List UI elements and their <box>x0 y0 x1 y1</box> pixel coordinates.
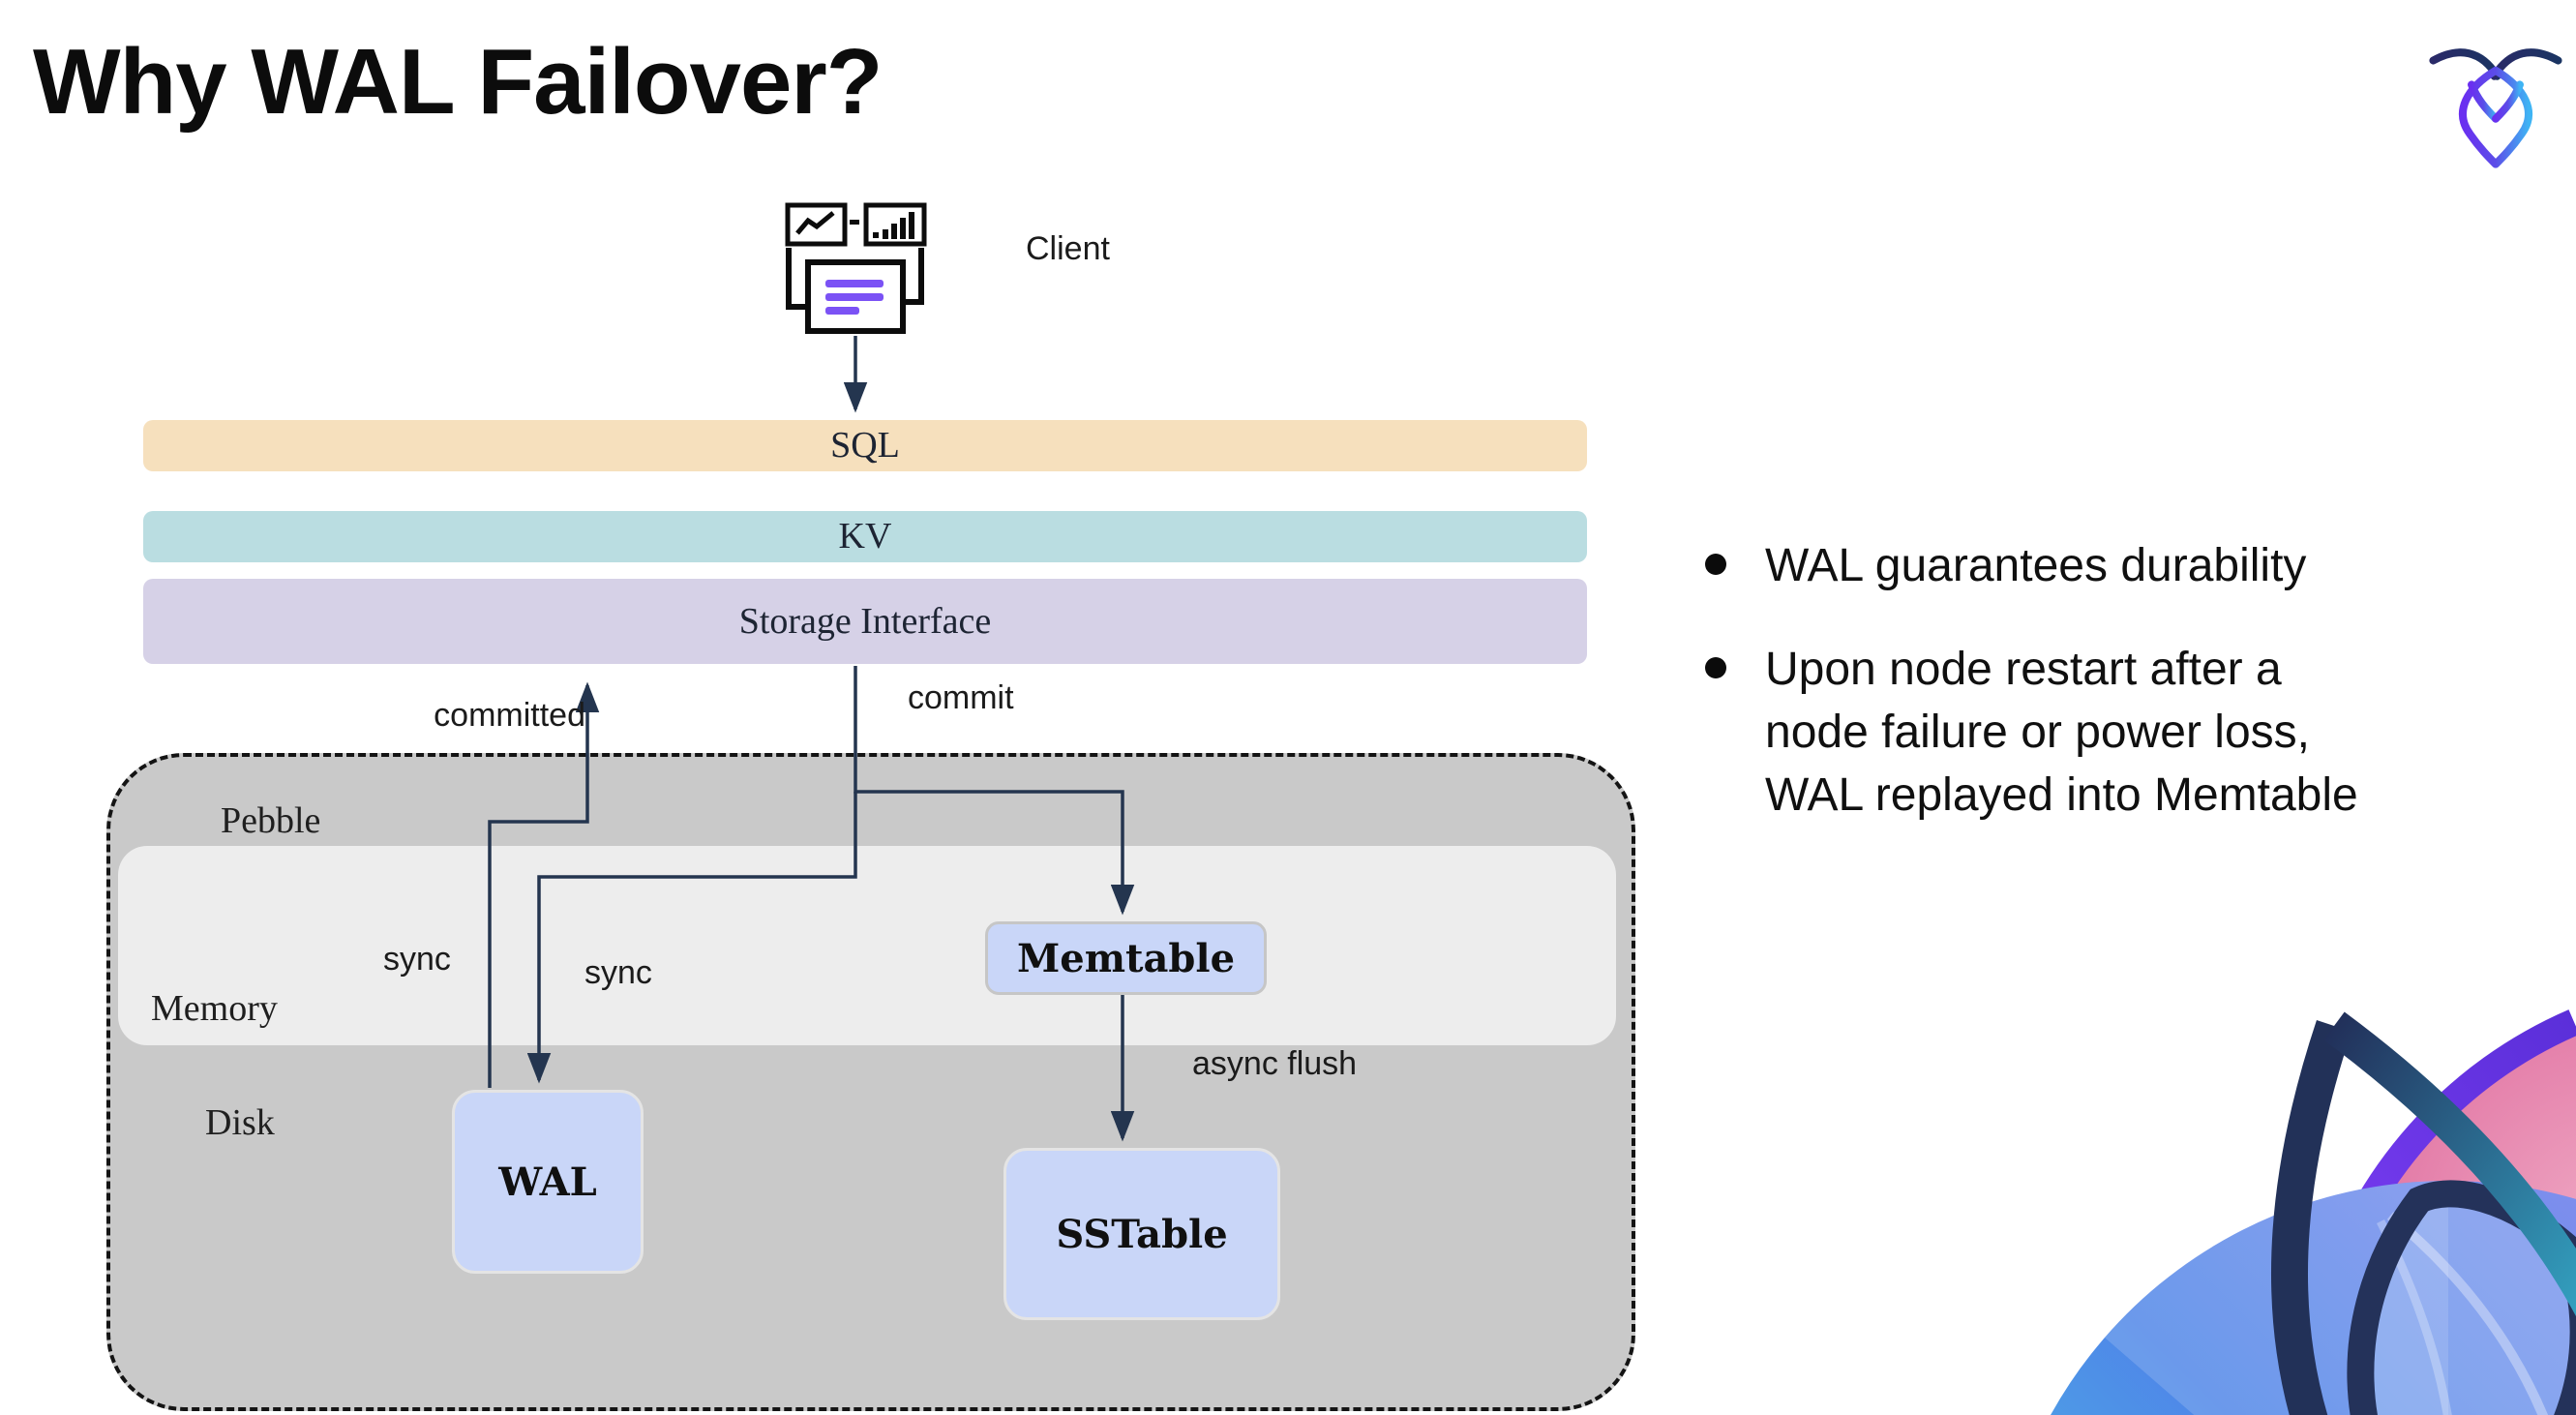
memtable-node: Memtable <box>985 921 1267 995</box>
sync-edge-label-2: sync <box>584 954 652 991</box>
bullet-list: WAL guarantees durability Upon node rest… <box>1701 534 2553 827</box>
bullet-line: Upon node restart after a <box>1765 644 2282 695</box>
page-title: Why WAL Failover? <box>33 30 883 134</box>
list-item: WAL guarantees durability <box>1701 534 2553 597</box>
pebble-label: Pebble <box>221 800 321 841</box>
left-bracket <box>786 248 812 310</box>
storage-interface-layer-bar: Storage Interface <box>143 579 1587 664</box>
bar-chart-icon <box>863 202 927 247</box>
async-flush-edge-label: async flush <box>1192 1045 1358 1082</box>
committed-edge-label: committed <box>434 697 585 734</box>
memory-region <box>118 846 1616 1045</box>
bullet-line: WAL guarantees durability <box>1765 540 2307 591</box>
pebble-container <box>106 753 1635 1411</box>
kv-layer-bar: KV <box>143 511 1587 562</box>
memory-label: Memory <box>151 988 278 1029</box>
edge-sync-to-wal <box>526 792 857 1084</box>
client-icon <box>785 202 927 334</box>
bullet-dot-icon <box>1705 554 1726 575</box>
sync-edge-label-1: sync <box>383 941 451 978</box>
sql-layer-bar: SQL <box>143 420 1587 471</box>
disk-label: Disk <box>205 1102 275 1143</box>
document-icon <box>805 259 906 334</box>
bullet-line: node failure or power loss, <box>1765 707 2310 758</box>
bullet-dot-icon <box>1705 657 1726 678</box>
bullet-line: WAL replayed into Memtable <box>1765 769 2358 821</box>
wal-node: WAL <box>452 1090 644 1274</box>
client-label: Client <box>1026 230 1110 267</box>
sstable-node: SSTable <box>1003 1148 1280 1320</box>
list-item: Upon node restart after a node failure o… <box>1701 638 2553 827</box>
dash-connector <box>850 220 859 225</box>
cockroachdb-logo-icon <box>2429 48 2562 168</box>
brand-artwork <box>1995 960 2576 1415</box>
commit-edge-label: commit <box>908 679 1014 716</box>
line-chart-icon <box>785 202 848 247</box>
edge-commit-to-memtable <box>854 666 1135 916</box>
brand-artwork-graphic <box>2044 1009 2576 1415</box>
edge-wal-committed-to-storage <box>488 681 600 1088</box>
